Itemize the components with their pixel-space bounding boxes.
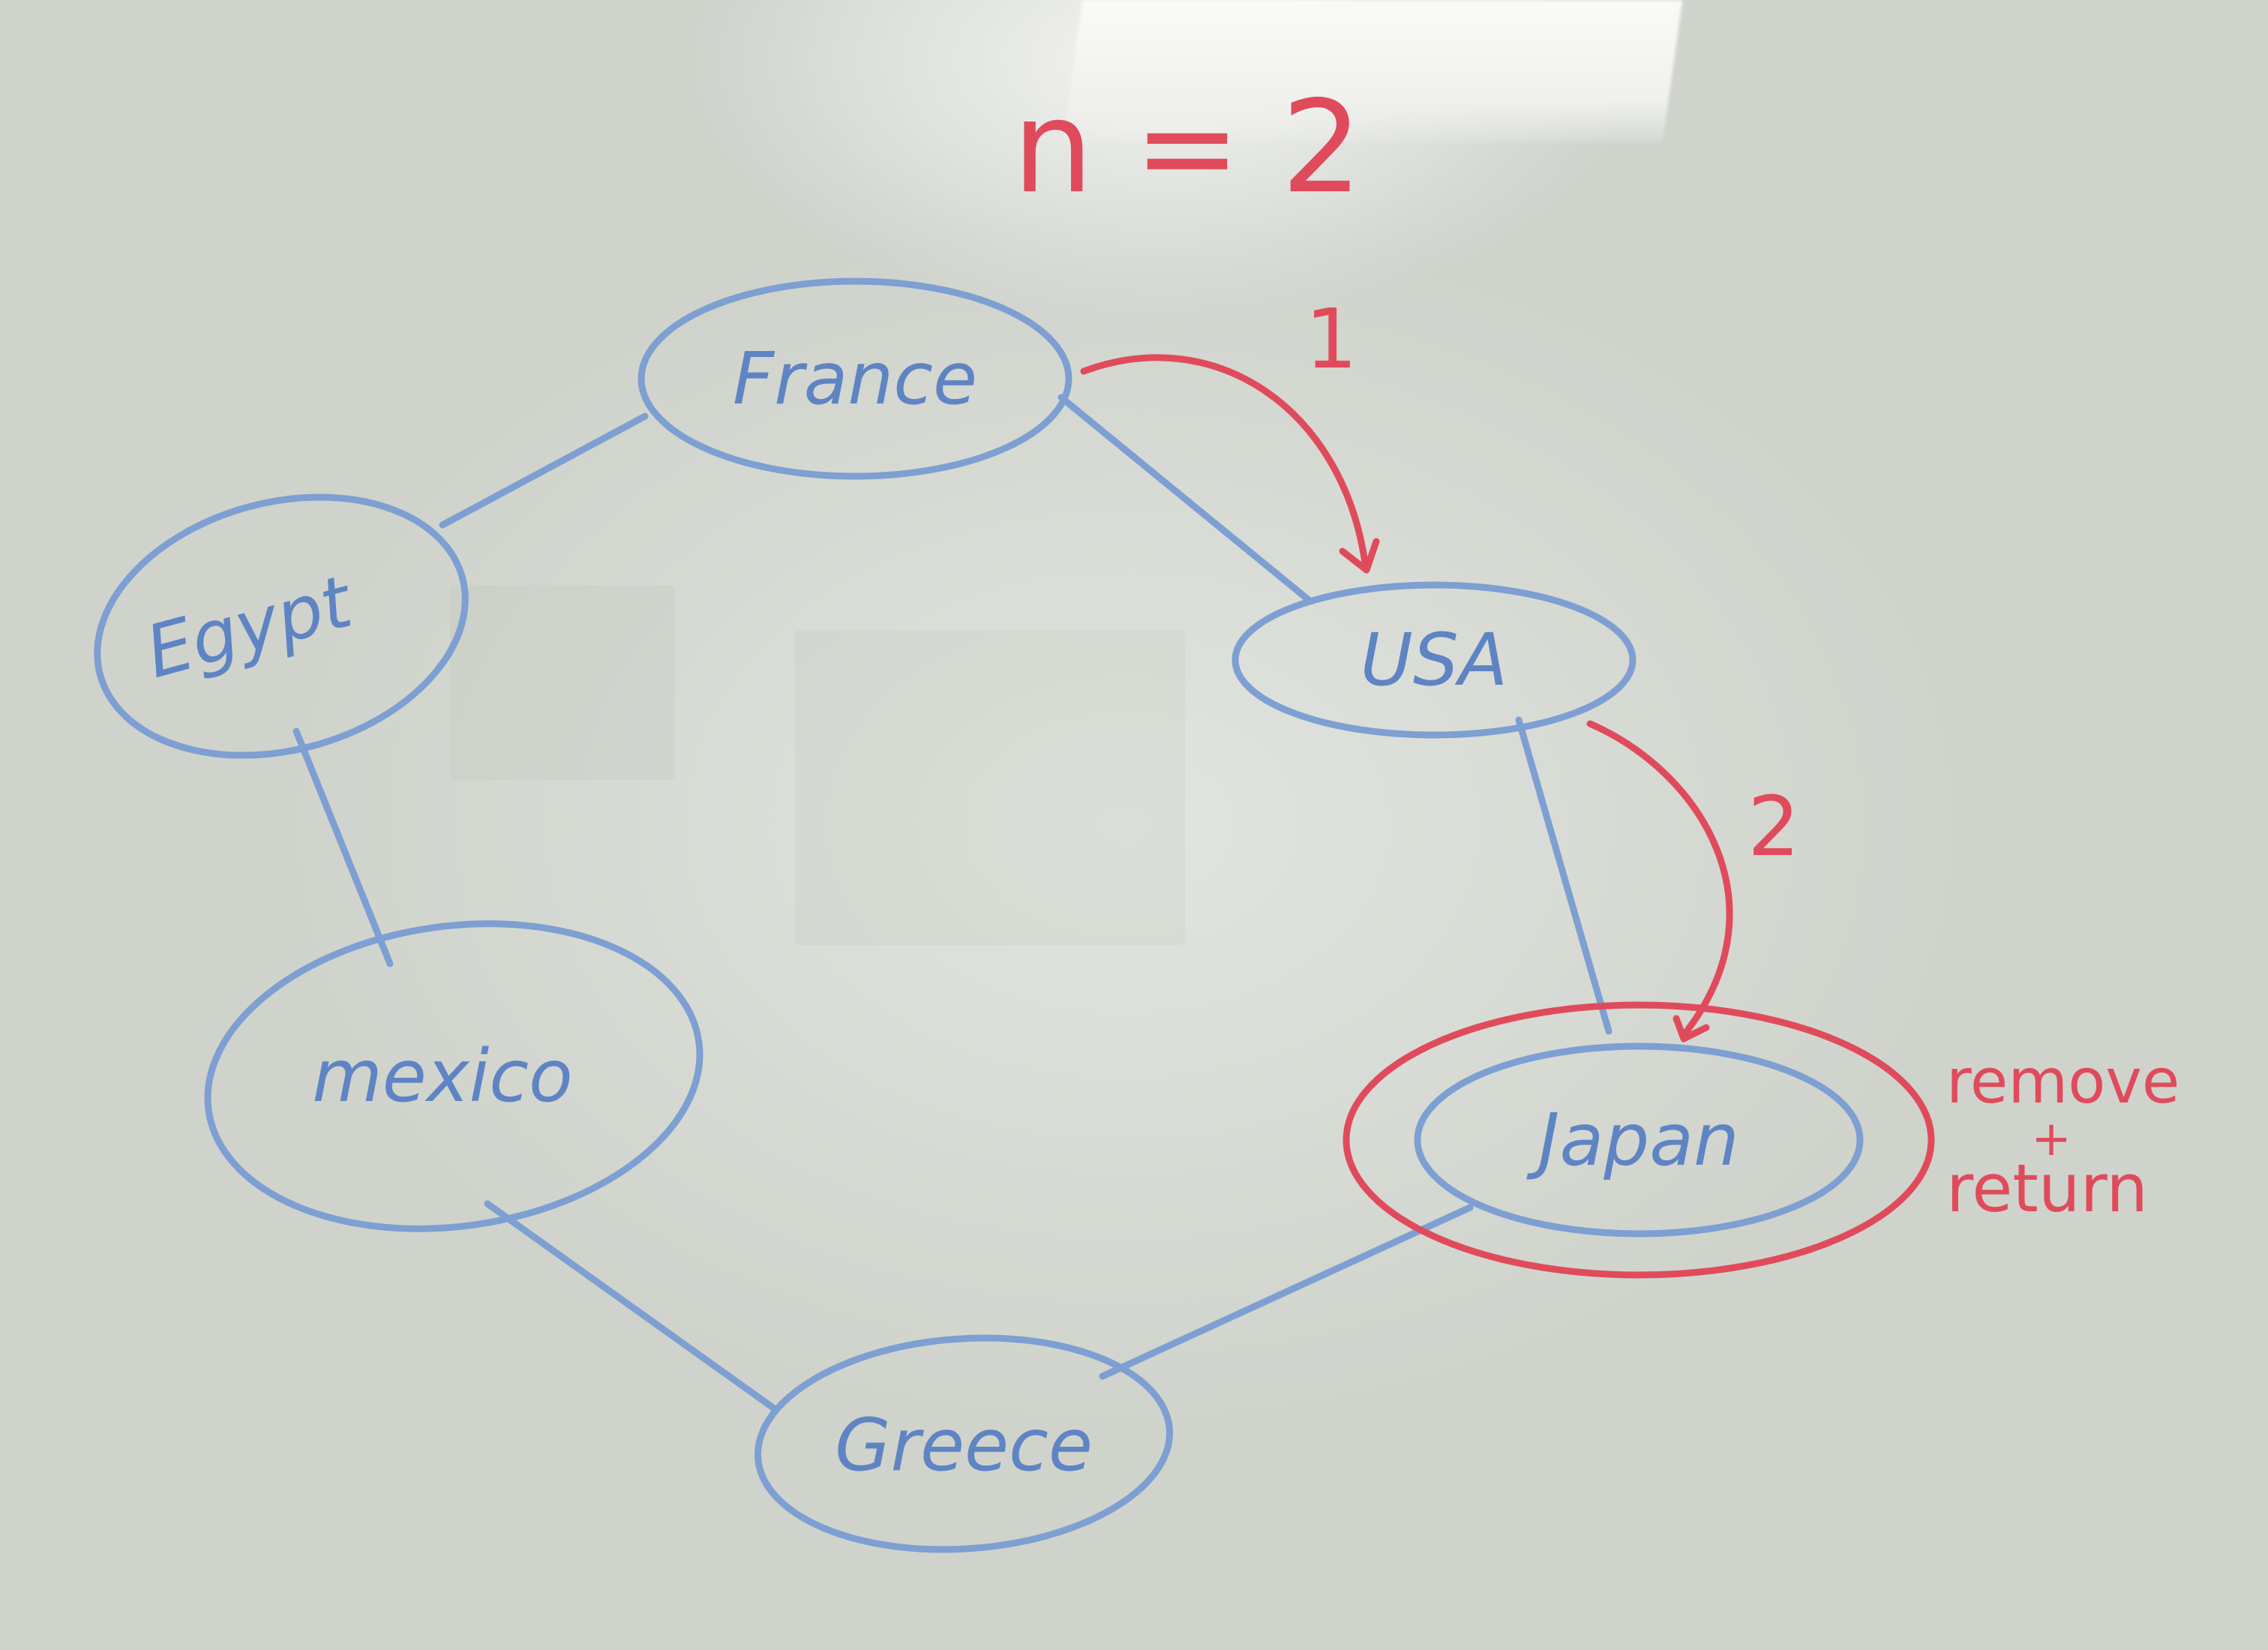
edge-greece-mexico (484, 1200, 780, 1414)
node-greece: Greece (754, 1334, 1174, 1553)
node-label-japan: Japan (1526, 1098, 1739, 1182)
edge-japan-greece (1099, 1204, 1474, 1380)
node-label-usa: USA (1360, 618, 1508, 702)
annotation-line-remove: remove (1946, 1046, 2180, 1118)
edge-mexico-egypt (292, 728, 394, 968)
step-arrow-1: 1 (1080, 291, 1380, 574)
glare-reflection (450, 585, 675, 780)
node-label-egypt: Egypt (137, 559, 362, 694)
edge-france-usa (1058, 394, 1312, 604)
highlight-ring-japan (1342, 1001, 1935, 1279)
glare-reflection (795, 630, 1185, 945)
step-label-2: 2 (1748, 778, 1800, 874)
node-label-france: France (733, 337, 977, 421)
annotation-remove-return: remove + return (1946, 1046, 2180, 1227)
title-n-equals-2: n = 2 (1012, 74, 1362, 222)
node-france: France (638, 278, 1072, 480)
node-mexico: mexico (204, 920, 704, 1232)
edge-usa-japan (1515, 716, 1612, 1035)
node-japan: Japan (1414, 1042, 1864, 1238)
node-usa: USA (1232, 581, 1636, 739)
annotation-line-return: return (1946, 1150, 2148, 1227)
annotation-line-plus: + (2031, 1112, 2072, 1167)
step-arrow-2: 2 (1586, 720, 1800, 1042)
step-label-1: 1 (1305, 291, 1358, 387)
node-egypt: Egypt (94, 494, 469, 759)
node-label-greece: Greece (835, 1403, 1093, 1487)
edge-egypt-france (439, 412, 649, 529)
node-label-mexico: mexico (312, 1034, 573, 1118)
